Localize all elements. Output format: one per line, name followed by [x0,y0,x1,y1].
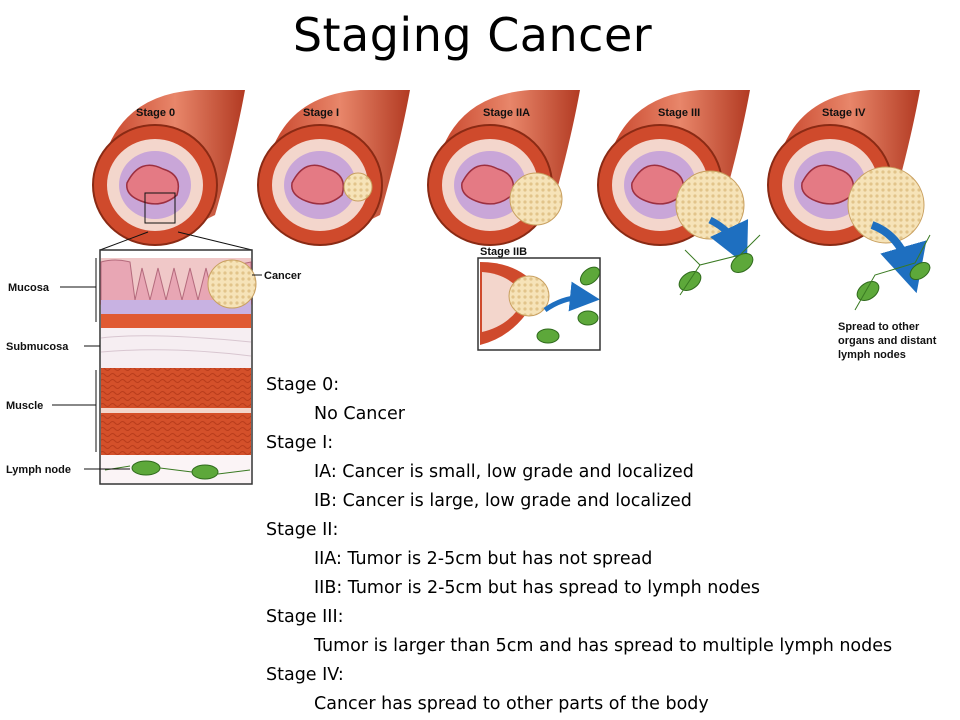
legend-heading: Stage I: [266,433,334,453]
legend-item: IIB: Tumor is 2-5cm but has spread to ly… [314,578,761,598]
legend-item: IB: Cancer is large, low grade and local… [314,491,692,511]
tissue-cross-section [99,249,257,485]
legend-item: IA: Cancer is small, low grade and local… [314,462,694,482]
submucosa-label: Submucosa [6,341,69,353]
stage-2b-inset [477,257,601,351]
lymph-node-label: Lymph node [6,464,71,476]
stage-1-tube [257,90,410,246]
stage-0-label: Stage 0 [136,107,175,119]
stage-2b-label: Stage IIB [480,246,527,258]
zoom-line-right [177,231,253,251]
legend-item: No Cancer [314,404,405,424]
legend-item: IIA: Tumor is 2-5cm but has not spread [314,549,653,569]
mucosa-label: Mucosa [8,282,50,294]
spread-note: Spread to other organs and distant lymph… [838,321,937,361]
zoom-line-left [99,231,149,251]
legend-heading: Stage 0: [266,375,340,395]
stage-3-tube [597,90,761,296]
stage-2a-label: Stage IIA [483,107,530,119]
stage-legend: Stage 0: No Cancer Stage I: IA: Cancer i… [266,371,892,719]
stage-2a-tube [427,90,580,246]
legend-item: Cancer has spread to other parts of the … [314,694,709,714]
cancer-label: Cancer [264,270,302,282]
spread-note-line: organs and distant [838,335,937,347]
muscle-label: Muscle [6,400,43,412]
page-title: Staging Cancer [292,8,653,62]
legend-heading: Stage III: [266,607,344,627]
stage-0-tube [92,90,245,246]
spread-note-line: lymph nodes [838,349,906,361]
legend-heading: Stage IV: [266,665,344,685]
stage-3-label: Stage III [658,107,700,119]
spread-note-line: Spread to other [838,321,920,333]
legend-item: Tumor is larger than 5cm and has spread … [314,636,893,656]
stage-4-label: Stage IV [822,107,866,119]
stage-1-label: Stage I [303,107,339,119]
legend-heading: Stage II: [266,520,339,540]
stage-4-tube [767,90,931,311]
